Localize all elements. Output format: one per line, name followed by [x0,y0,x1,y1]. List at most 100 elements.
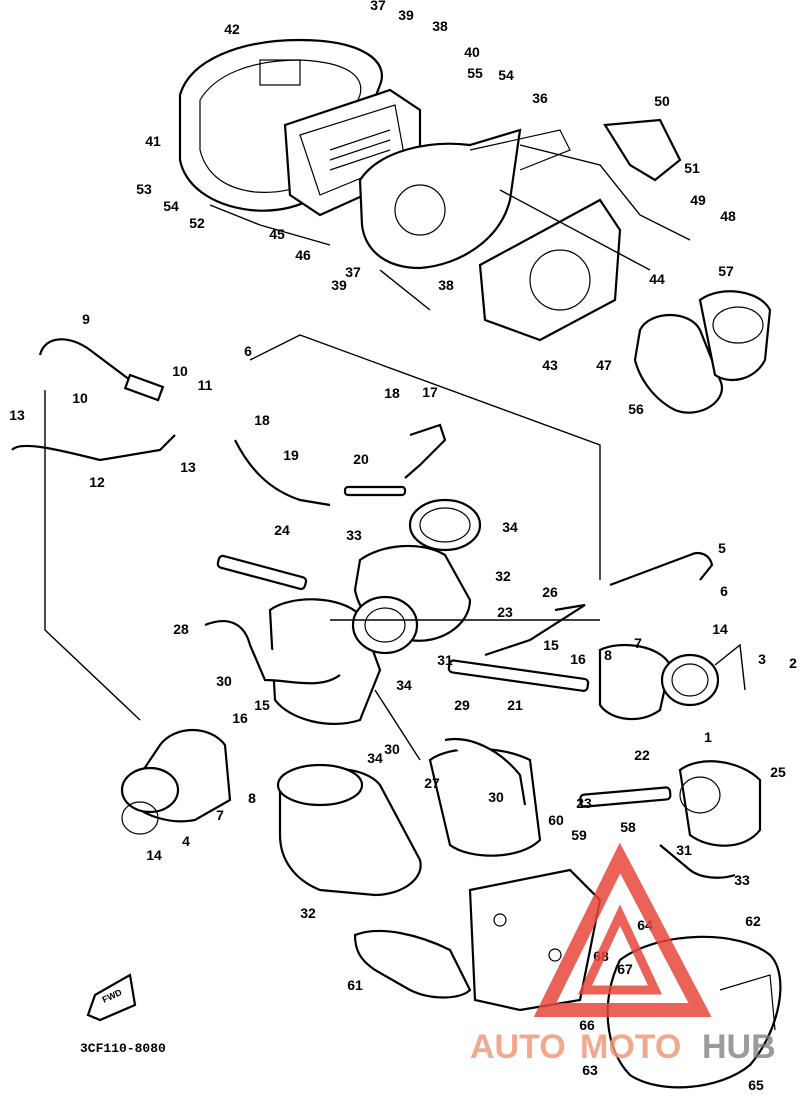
callout-number: 37 [345,264,361,280]
callout-number: 31 [676,842,692,858]
watermark-logo-icon [533,842,712,1017]
hose-5 [609,551,714,587]
stay-61 [353,929,472,999]
callout-number: 53 [136,181,152,197]
callout-number: 15 [254,697,270,713]
callout-number: 50 [654,93,670,109]
callout-number: 30 [216,673,232,689]
callout-number: 24 [274,522,290,538]
pipe-20 [343,485,407,497]
callout-number: 16 [570,651,586,667]
callout-number: 31 [437,652,453,668]
callout-number: 33 [734,872,750,888]
callout-number: 21 [507,697,523,713]
callout-number: 39 [331,277,347,293]
callout-number: 16 [232,710,248,726]
callout-number: 6 [244,343,252,359]
callout-number: 60 [548,812,564,828]
callout-number: 9 [82,311,90,327]
watermark-auto: AUTO [470,1028,566,1066]
callout-number: 46 [295,247,311,263]
watermark-moto: MOTO [580,1028,681,1066]
guide-lines [44,144,746,761]
callout-number: 34 [396,677,412,693]
callout-number: 51 [684,160,700,176]
hose-26 [484,603,586,657]
hose-28 [204,620,341,685]
callout-number: 56 [628,401,644,417]
part-code: 3CF110-8080 [80,1041,166,1056]
callout-number: 42 [224,21,240,37]
bracket-50 [603,118,682,182]
callout-number: 23 [576,795,592,811]
callout-number: 8 [604,647,612,663]
callout-number: 25 [770,764,786,780]
callout-number: 54 [163,198,179,214]
callout-number: 58 [620,819,636,835]
callout-number: 36 [532,90,548,106]
callout-number: 44 [649,271,665,287]
callout-number: 59 [571,827,587,843]
callout-number: 18 [384,385,400,401]
callout-number: 15 [543,637,559,653]
hose-12 [11,434,176,462]
cable-35 [659,844,736,879]
callout-number: 12 [89,474,105,490]
hose-19 [234,439,331,507]
callout-number: 66 [579,1017,595,1033]
callout-number: 32 [300,905,316,921]
joint-32-lower [276,763,422,897]
callout-number: 32 [495,568,511,584]
intake-joint-56 [633,290,772,414]
callout-number: 5 [718,540,726,556]
callout-number: 57 [718,263,734,279]
callout-number: 62 [745,913,761,929]
callout-number: 38 [432,18,448,34]
callout-number: 27 [424,775,440,791]
callout-number: 10 [172,363,188,379]
carburetor-main [268,595,419,725]
callout-number: 30 [488,789,504,805]
callout-number: 40 [464,44,480,60]
callout-number: 14 [712,621,728,637]
callout-number: 41 [145,133,161,149]
callout-number: 14 [146,847,162,863]
callout-number: 67 [617,961,633,977]
callout-number: 3 [758,651,766,667]
air-filter-case [358,128,571,270]
callout-number: 17 [422,384,438,400]
callout-number: 48 [720,208,736,224]
callout-number: 19 [283,447,299,463]
callout-number: 23 [497,604,513,620]
hose-27 [444,737,527,806]
callout-number: 38 [438,277,454,293]
callout-number: 39 [398,7,414,23]
callout-labels: 1234566778891010111213131414151516161718… [9,0,797,1093]
pipe-22 [579,786,672,808]
callout-number: 29 [454,697,470,713]
callout-number: 61 [347,977,363,993]
callout-number: 18 [254,412,270,428]
hose-17 [404,423,447,479]
callout-number: 65 [748,1077,764,1093]
watermark: AUTO MOTO HUB [470,842,776,1066]
callout-number: 11 [198,377,213,393]
pipe-21 [447,659,590,692]
callout-number: 4 [182,833,190,849]
watermark-hub: HUB [702,1028,776,1066]
callout-number: 7 [634,635,642,651]
callout-number: 49 [690,192,706,208]
callout-number: 54 [498,67,514,83]
callout-number: 22 [634,747,650,763]
callout-number: 10 [72,390,88,406]
callout-number: 13 [9,407,25,423]
callout-number: 55 [467,65,483,81]
callout-number: 7 [216,807,224,823]
callout-number: 52 [189,215,205,231]
callout-number: 63 [582,1062,598,1078]
callout-number: 43 [542,357,558,373]
callout-number: 20 [353,451,369,467]
callout-number: 30 [384,741,400,757]
callout-number: 1 [704,729,712,745]
